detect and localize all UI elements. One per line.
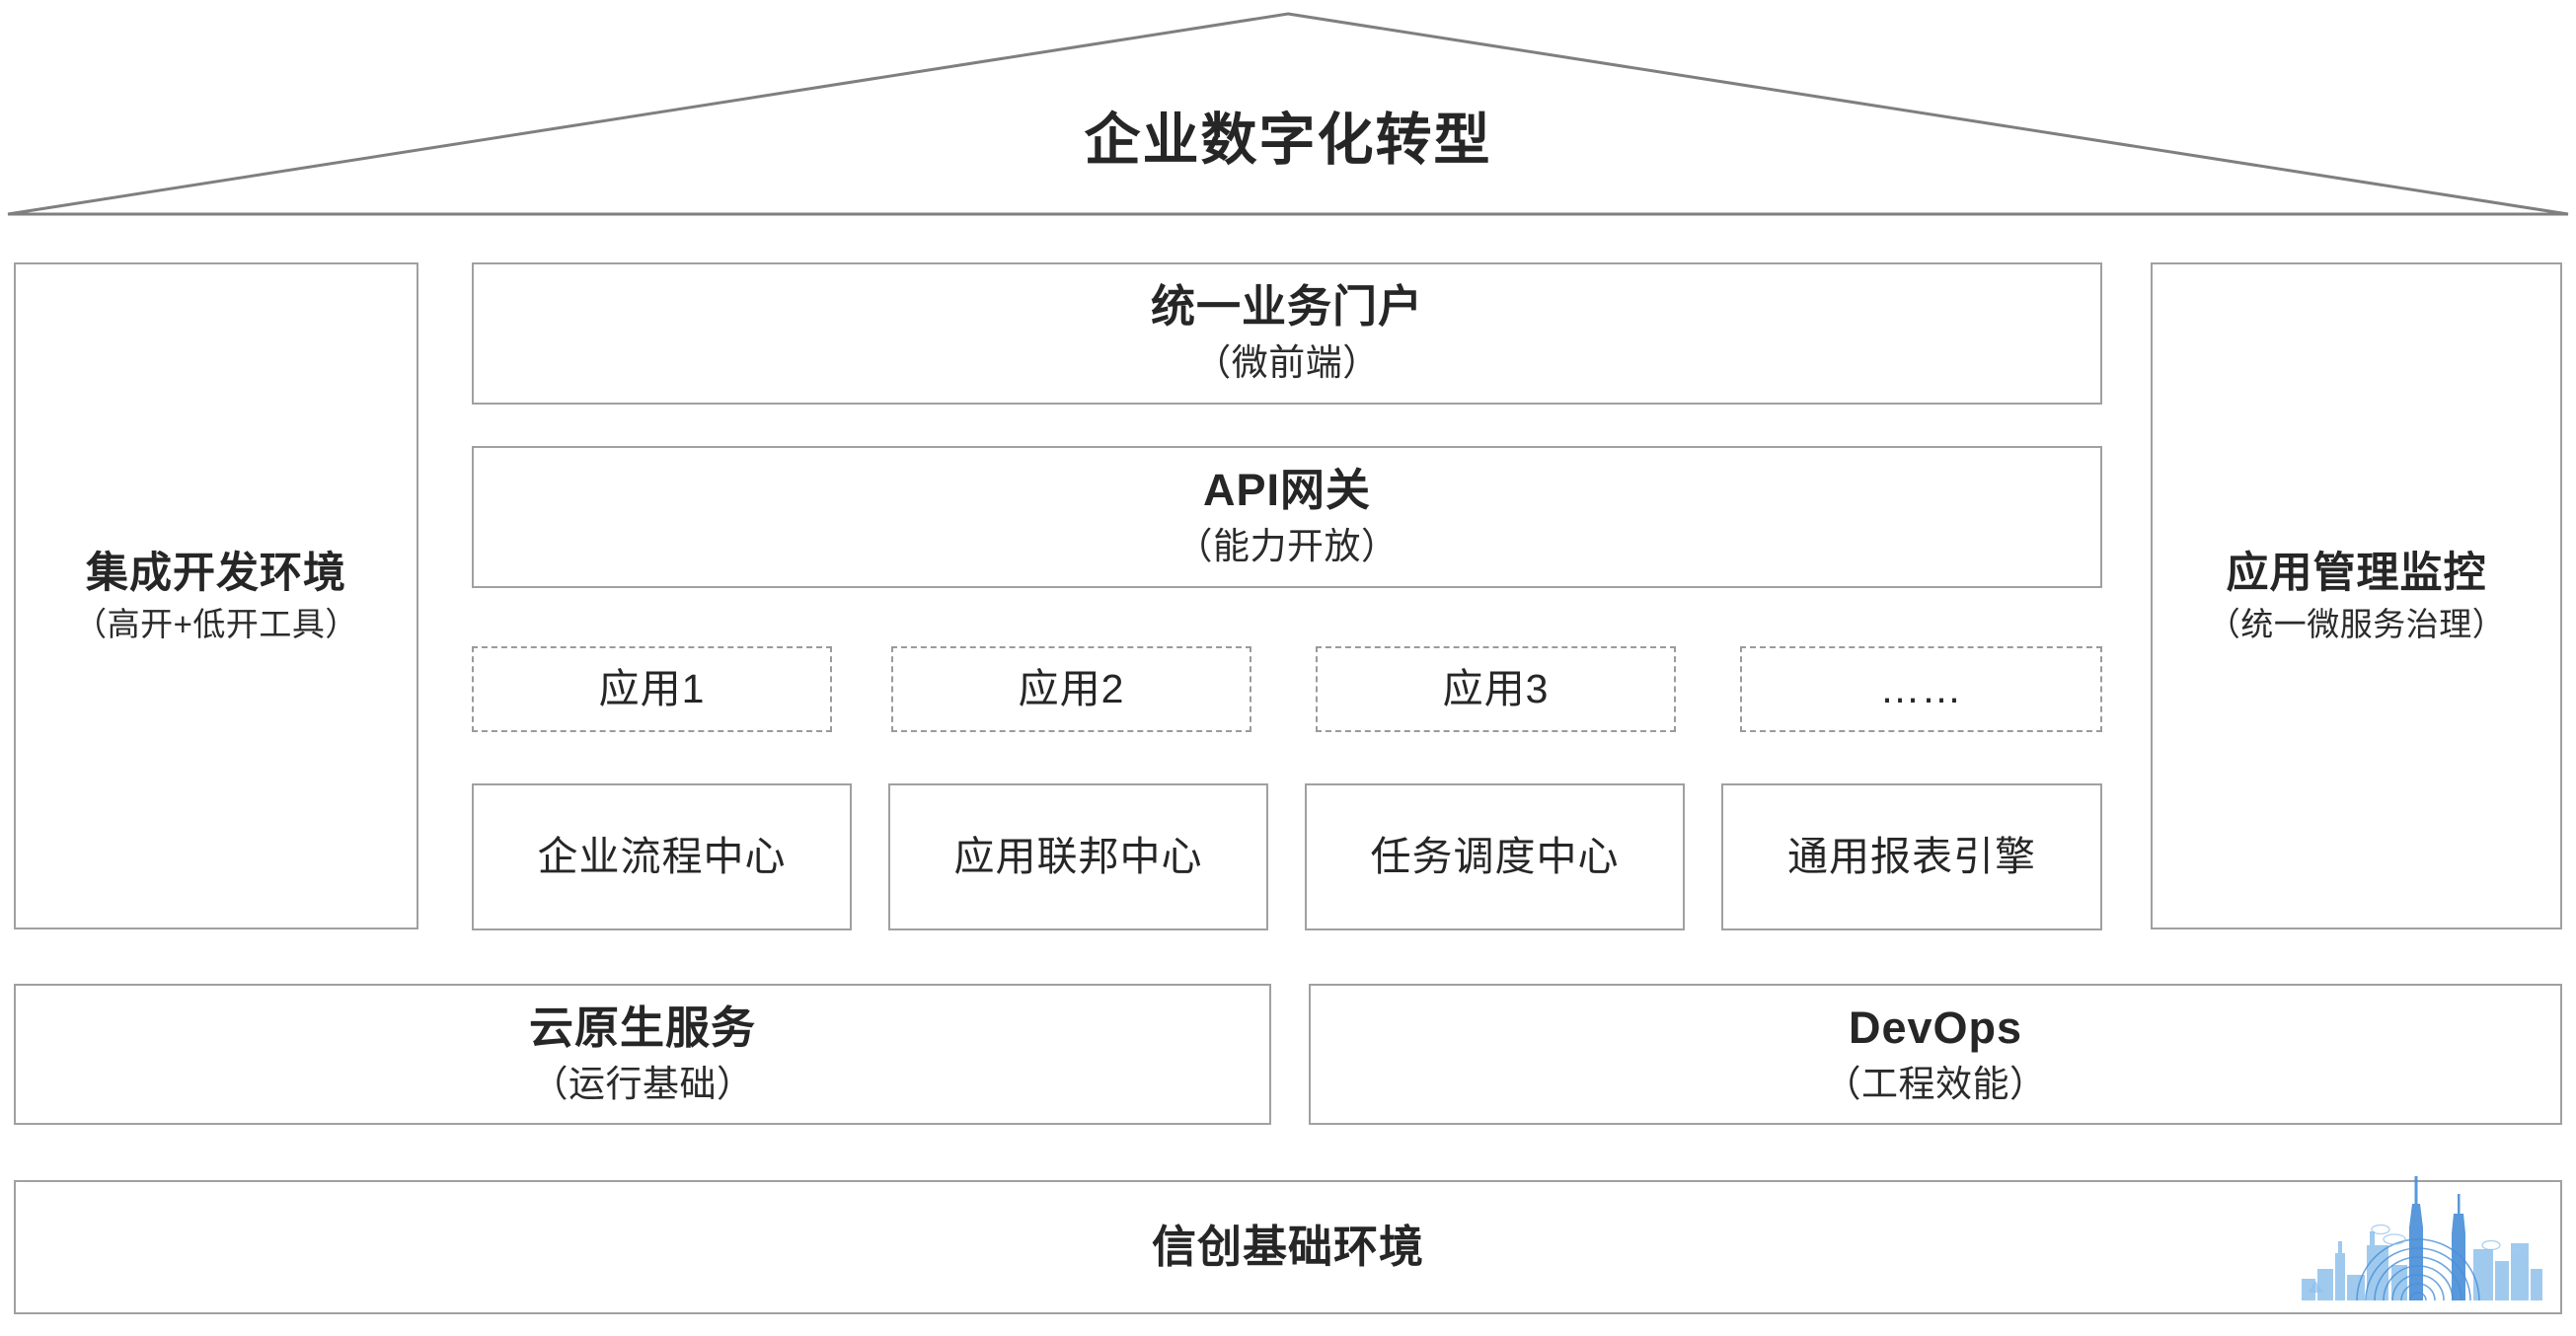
platform-title: DevOps: [1848, 1002, 2023, 1053]
app-label: 应用1: [598, 666, 706, 712]
page-title: 企业数字化转型: [1084, 109, 1492, 172]
platform-box-devops[interactable]: DevOps （工程效能）: [1309, 984, 2562, 1125]
app-box-more[interactable]: ……: [1740, 646, 2102, 732]
right-pillar-title: 应用管理监控: [2226, 550, 2487, 598]
capability-label: 通用报表引擎: [1787, 834, 2036, 880]
platform-subtitle: （运行基础）: [531, 1063, 754, 1104]
platform-title: 云原生服务: [528, 1002, 756, 1053]
capability-card-report-engine[interactable]: 通用报表引擎: [1721, 783, 2102, 930]
right-pillar-app-management-monitoring[interactable]: 应用管理监控 （统一微服务治理）: [2151, 262, 2562, 929]
capability-card-process-center[interactable]: 企业流程中心: [472, 783, 852, 930]
api-gateway-box[interactable]: API网关 （能力开放）: [472, 446, 2102, 588]
platform-box-cloud-native-services[interactable]: 云原生服务 （运行基础）: [14, 984, 1271, 1125]
gateway-subtitle: （能力开放）: [1175, 526, 1399, 567]
left-pillar-integrated-dev-environment[interactable]: 集成开发环境 （高开+低开工具）: [14, 262, 418, 929]
foundation-title: 信创基础环境: [1151, 1221, 1424, 1272]
portal-subtitle: （微前端）: [1194, 342, 1380, 384]
app-box-1[interactable]: 应用1: [472, 646, 832, 732]
capability-label: 企业流程中心: [537, 834, 787, 880]
left-pillar-subtitle: （高开+低开工具）: [74, 605, 358, 642]
city-skyline-fingerprint-watermark: [2302, 1176, 2542, 1301]
app-label: ……: [1879, 666, 1963, 712]
right-pillar-subtitle: （统一微服务治理）: [2207, 605, 2506, 642]
capability-card-task-scheduling-center[interactable]: 任务调度中心: [1305, 783, 1685, 930]
app-label: 应用3: [1442, 666, 1550, 712]
gateway-title: API网关: [1202, 465, 1371, 516]
unified-business-portal-box[interactable]: 统一业务门户 （微前端）: [472, 262, 2102, 405]
capability-card-app-federation-center[interactable]: 应用联邦中心: [888, 783, 1268, 930]
foundation-box-xinchuang[interactable]: 信创基础环境: [14, 1176, 2562, 1314]
capability-label: 任务调度中心: [1370, 834, 1620, 880]
app-box-2[interactable]: 应用2: [891, 646, 1251, 732]
left-pillar-title: 集成开发环境: [86, 550, 346, 598]
platform-subtitle: （工程效能）: [1824, 1063, 2047, 1104]
app-label: 应用2: [1018, 666, 1125, 712]
capability-label: 应用联邦中心: [953, 834, 1203, 880]
roof-shape: [7, 12, 2569, 216]
app-box-3[interactable]: 应用3: [1316, 646, 1676, 732]
portal-title: 统一业务门户: [1150, 281, 1423, 333]
